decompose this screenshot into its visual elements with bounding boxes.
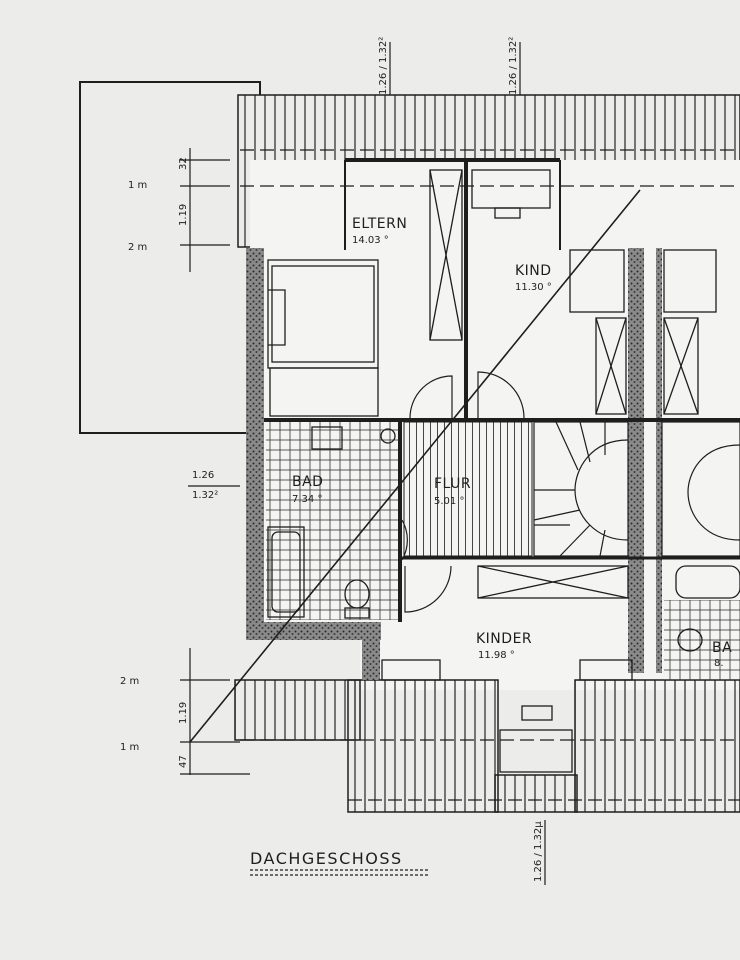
room-bad-name: BAD <box>292 474 323 490</box>
room-kind-name: KIND <box>515 263 552 279</box>
dimension-lines <box>180 42 546 885</box>
section-line <box>189 189 641 743</box>
doors <box>401 371 570 613</box>
room-eltern-name: ELTERN <box>352 216 407 232</box>
room-ba-area: 8. <box>714 658 724 669</box>
dim-bottom: 1.26 / 1.32µ <box>533 821 544 882</box>
staircase <box>533 421 740 557</box>
room-bad-area: 7.34 ° <box>292 494 322 505</box>
room-flur-name: FLUR <box>434 476 471 492</box>
dim-top-left: 1.26 / 1.32² <box>378 37 389 95</box>
dim-lower-47: 47 <box>178 755 189 768</box>
room-labels: ELTERN 14.03 ° KIND 11.30 ° BAD 7.34 ° F… <box>292 216 732 669</box>
dim-one-m-upper: 1 m <box>128 180 147 191</box>
dim-upper-119: 1.19 <box>178 204 189 226</box>
interior-walls <box>264 158 740 622</box>
room-kind-area: 11.30 ° <box>515 282 552 293</box>
plan-title-group: DACHGESCHOSS <box>250 849 428 876</box>
dim-two-m-upper: 2 m <box>128 242 147 253</box>
dim-lower-119: 1.19 <box>178 702 189 724</box>
dim-one-m-lower: 1 m <box>120 742 139 753</box>
dim-left-mid-sub: 1.32² <box>192 490 218 501</box>
room-ba-name: BA <box>712 640 732 656</box>
furniture <box>267 169 740 773</box>
roof-bottom <box>234 679 740 813</box>
hall-floor <box>403 421 533 557</box>
roof-edge-lines <box>240 149 740 801</box>
dim-top-right: 1.26 / 1.32² <box>508 37 519 95</box>
dimension-labels: 1.26 / 1.32² 1.26 / 1.32² 1.26 / 1.32µ 1… <box>120 37 544 882</box>
bathroom-tiles <box>266 422 740 680</box>
plan-title: DACHGESCHOSS <box>250 849 403 868</box>
room-kinder-area: 11.98 ° <box>478 650 515 661</box>
room-kinder-name: KINDER <box>476 631 532 647</box>
dim-two-m-lower: 2 m <box>120 676 139 687</box>
dim-upper-32: 32 <box>178 157 189 170</box>
balcony-outline <box>79 81 261 434</box>
room-eltern-area: 14.03 ° <box>352 235 389 246</box>
room-flur-area: 5.01 ° <box>434 496 464 507</box>
wardrobes <box>429 169 699 599</box>
exterior-walls <box>246 248 662 680</box>
dim-left-mid: 1.26 <box>192 470 214 481</box>
